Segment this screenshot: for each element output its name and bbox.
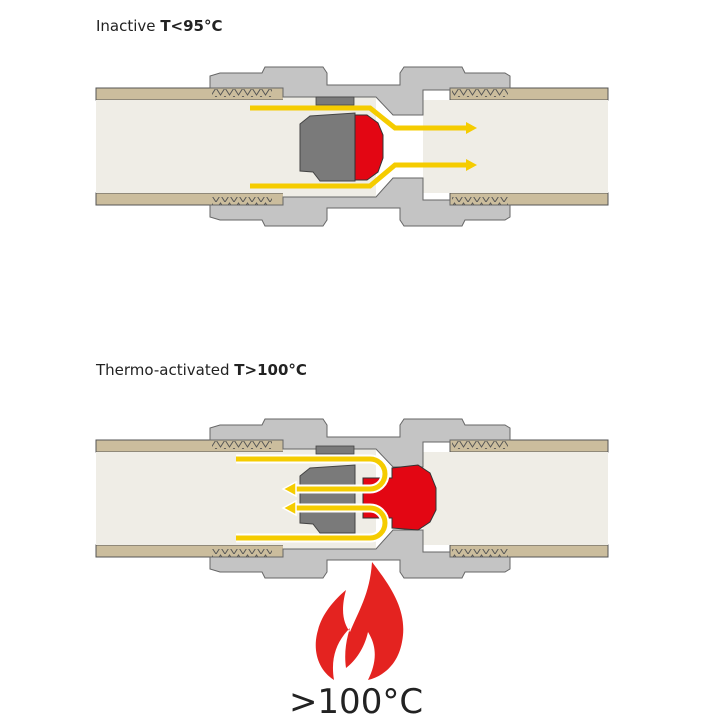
activated-state-label: Thermo-activated T>100°C: [96, 361, 307, 379]
arrowhead-icon: [281, 499, 297, 517]
state-condition: T<95°C: [160, 17, 223, 35]
temperature-label: >100°C: [288, 682, 424, 722]
flow-arrow-bottom: [250, 162, 466, 189]
state-condition: T>100°C: [234, 361, 307, 379]
piston-guide: [315, 96, 355, 106]
inactive-valve-diagram: [95, 66, 609, 227]
state-name: Inactive: [96, 17, 156, 35]
arrowhead-icon: [466, 159, 477, 171]
arrowhead-icon: [281, 480, 297, 498]
piston-guide: [315, 445, 355, 455]
arrowhead-icon: [466, 122, 477, 134]
piston: [299, 464, 356, 534]
thermal-seal: [354, 114, 384, 181]
activated-valve-diagram: [95, 418, 609, 579]
inactive-state-label: Inactive T<95°C: [96, 17, 223, 35]
state-name: Thermo-activated: [96, 361, 230, 379]
flow-arrow-top: [250, 105, 466, 131]
flame-icon: [315, 562, 404, 680]
piston: [299, 112, 356, 182]
flow-arrows: [236, 454, 390, 543]
flow-arrows: [250, 105, 466, 189]
